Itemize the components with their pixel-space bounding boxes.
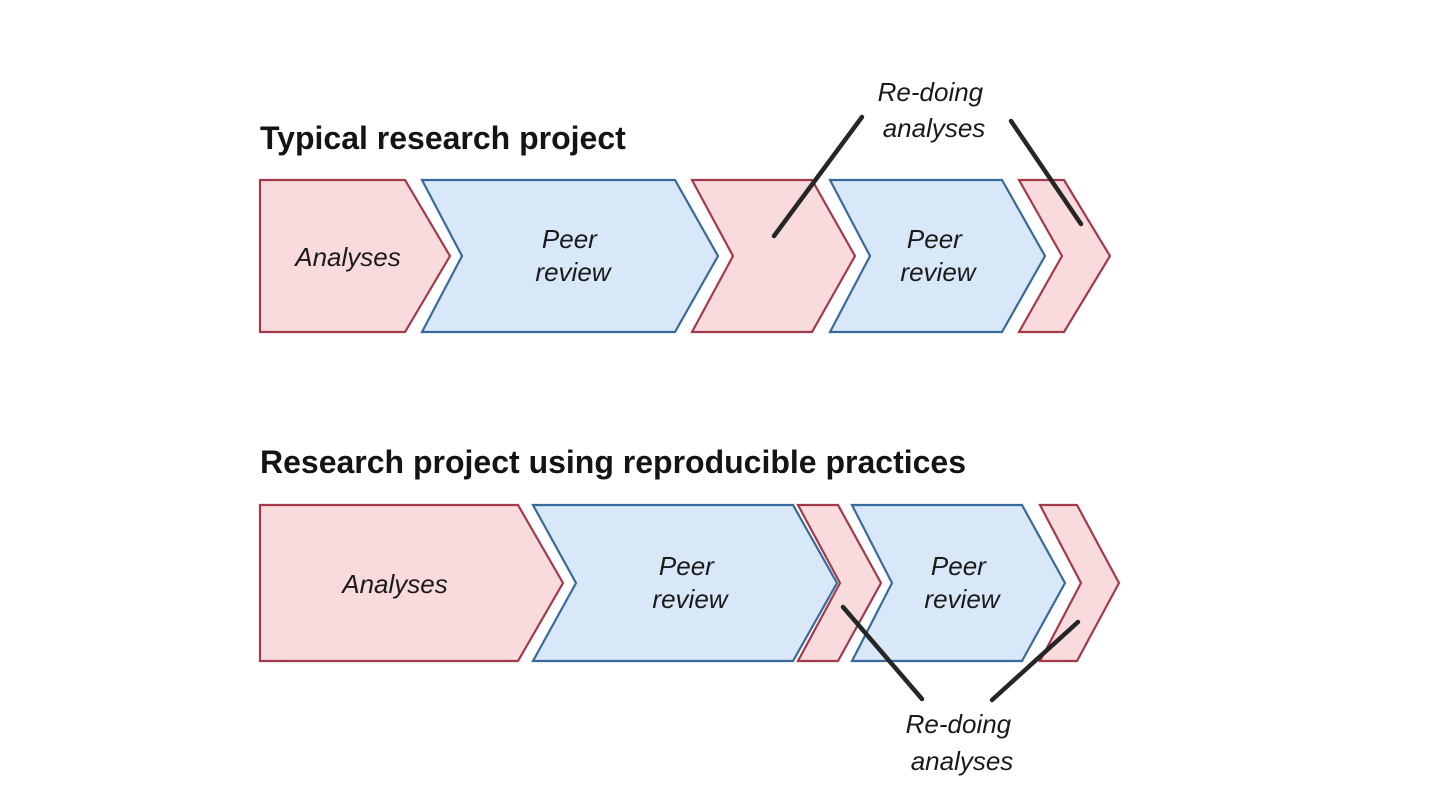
typical-arrow-analyses-label: Analyses [293,242,401,272]
typical-arrow-analyses [258,178,452,334]
reproducible-annotation-pointer-right [989,619,1081,703]
reproducible-arrow-peer-review-2-label: Peer review [924,551,1001,614]
typical-title: Typical research project [260,120,626,156]
reproducible-annotation-pointer-left [840,604,925,702]
typical-annotation-pointer-right [1008,118,1084,227]
reproducible-arrow-redo-analyses-2 [1038,503,1121,663]
typical-arrow-peer-review-1-label: Peer review [535,224,612,287]
reproducible-arrow-redo-analyses-1 [796,503,883,663]
typical-arrow-redo-analyses-1 [690,178,857,334]
reproducible-annotation-redoing-analyses: Re-doing analyses [906,709,1019,776]
typical-arrow-peer-review-2-label: Peer review [900,224,977,287]
typical-annotation-redoing-analyses: Re-doing analyses [878,77,991,143]
reproducible-arrow-peer-review-1-label: Peer review [652,551,729,614]
typical-arrow-redo-analyses-2 [1017,178,1112,334]
typical-arrow-peer-review-2 [828,178,1047,334]
reproducible-title: Research project using reproducible prac… [260,444,966,480]
typical-arrow-peer-review-1 [420,178,720,334]
reproducible-arrow-analyses [258,503,565,663]
typical-annotation-pointer-left [771,114,865,239]
reproducible-arrow-peer-review-1 [531,503,839,663]
reproducible-arrow-peer-review-2 [850,503,1067,663]
reproducible-arrow-analyses-label: Analyses [340,569,448,599]
